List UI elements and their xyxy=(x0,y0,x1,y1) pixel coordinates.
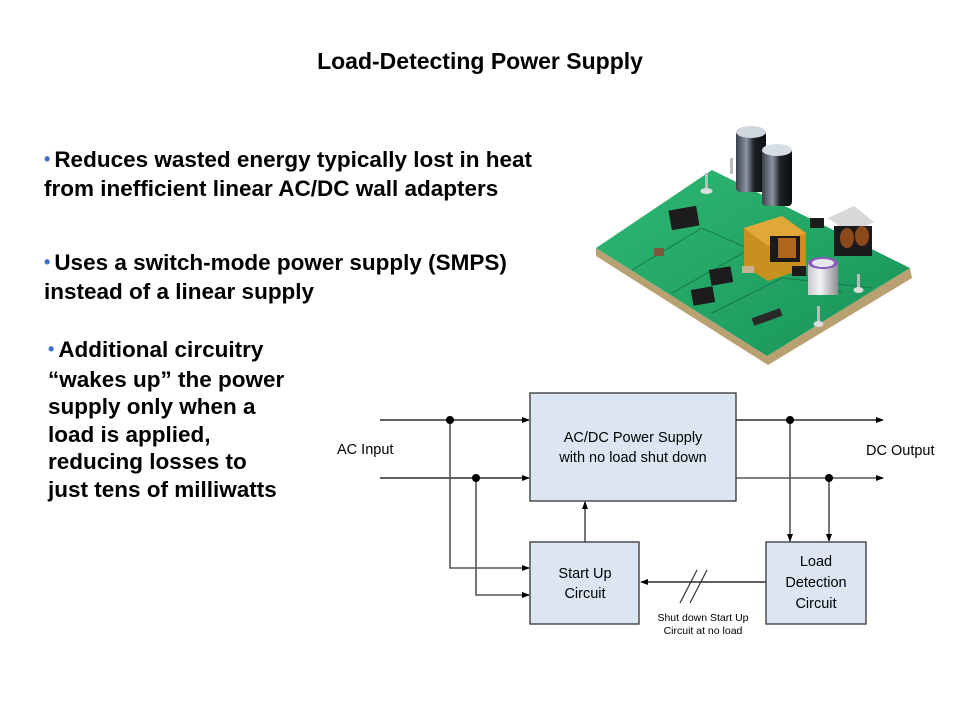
bullet-dot: • xyxy=(44,252,51,272)
bullet-line: “wakes up” the power xyxy=(48,366,285,392)
dc-output-label: DC Output xyxy=(866,443,935,459)
bullet-dot: • xyxy=(48,339,55,359)
junction-dot xyxy=(786,416,794,424)
load-detection-block: Load Detection Circuit xyxy=(765,541,867,625)
load-detection-block-label: Circuit xyxy=(795,596,836,612)
signal-break-mark xyxy=(679,569,698,604)
startup-block-label: Circuit xyxy=(564,586,605,602)
startup-block: Start Up Circuit xyxy=(529,541,640,625)
shutdown-note: Circuit at no load xyxy=(664,625,743,637)
bullet-text: Uses a switch-mode power supply (SMPS) i… xyxy=(44,250,507,304)
bullet-item-1: •Reduces wasted energy typically lost in… xyxy=(44,146,584,202)
startup-feed-2 xyxy=(475,478,530,598)
bullet-line: supply only when a xyxy=(48,394,256,420)
bullet-line: Additional circuitry xyxy=(58,337,264,362)
bullet-item-2: •Uses a switch-mode power supply (SMPS) … xyxy=(44,249,564,305)
junction-dot xyxy=(825,474,833,482)
bullet-item-3: •Additional circuitry “wakes up” the pow… xyxy=(48,336,348,504)
shutdown-note: Shut down Start Up xyxy=(657,612,748,624)
load-detection-block-label: Detection xyxy=(785,575,846,591)
bullet-text: Reduces wasted energy typically lost in … xyxy=(44,147,532,201)
small-capacitor xyxy=(808,257,838,295)
startup-feed-1 xyxy=(449,420,530,571)
bullet-dot: • xyxy=(44,149,51,169)
signal-break-mark xyxy=(689,569,708,604)
capacitor xyxy=(736,126,792,206)
bullet-line: load is applied, xyxy=(48,421,211,447)
junction-dot xyxy=(446,416,454,424)
load-detection-block-label: Load xyxy=(800,554,832,570)
bullet-line: just tens of milliwatts xyxy=(48,476,277,502)
bullet-line: reducing losses to xyxy=(48,449,247,475)
pcb-photo xyxy=(596,126,912,365)
psu-block-label: AC/DC Power Supply xyxy=(564,430,703,446)
startup-block-label: Start Up xyxy=(558,566,611,582)
psu-block: AC/DC Power Supply with no load shut dow… xyxy=(529,392,737,502)
junction-dot xyxy=(472,474,480,482)
ac-input-label: AC Input xyxy=(337,442,393,458)
slide-title: Load-Detecting Power Supply xyxy=(317,48,643,74)
inductor xyxy=(828,206,874,256)
psu-block-label: with no load shut down xyxy=(558,450,707,466)
transformer xyxy=(744,216,806,281)
